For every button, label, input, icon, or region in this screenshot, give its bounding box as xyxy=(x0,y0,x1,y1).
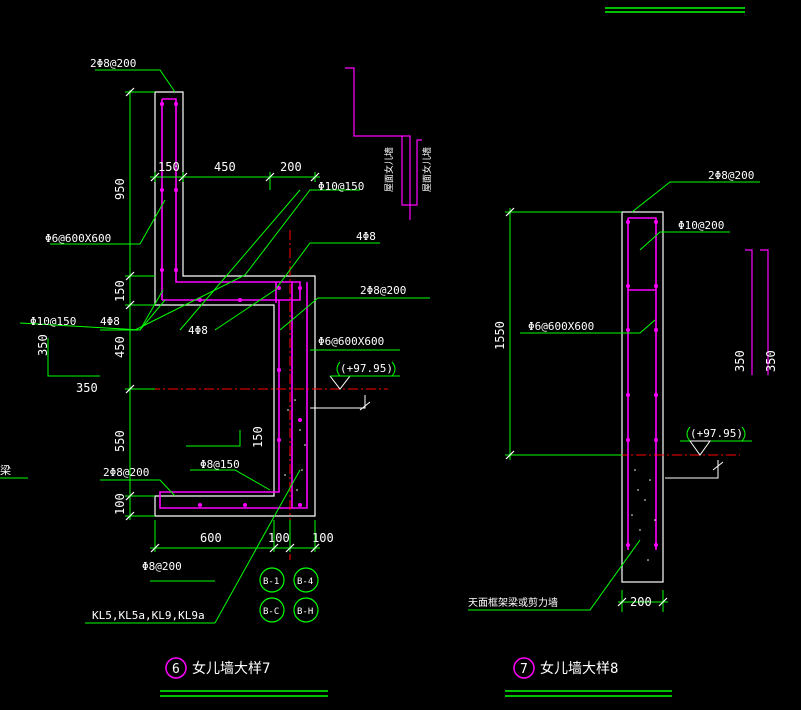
detail-8: 2Φ8@200 Φ10@200 Φ6@600X600 (+97.95) 1550… xyxy=(468,169,778,697)
section-lines-7 xyxy=(150,230,388,560)
ticks-7 xyxy=(125,87,320,553)
title-7-number: 6 xyxy=(172,662,180,677)
vertical-note-a: 屋面女儿墙 xyxy=(383,147,395,192)
axis-b4: B-4 xyxy=(297,577,313,587)
vertical-note-b: 屋面女儿墙 xyxy=(421,147,433,192)
concrete-fill-7 xyxy=(284,399,306,491)
left-edge-fragment: 梁 xyxy=(0,463,28,479)
parapet-7-outline xyxy=(154,91,316,517)
parapet-8-rebar-dots xyxy=(626,220,658,547)
dim-450-vertical: 450 xyxy=(113,336,127,358)
axis-circles-7 xyxy=(259,567,319,623)
dims-7 xyxy=(19,69,430,624)
label-elevation-8: (+97.95) xyxy=(690,427,743,440)
title-7 xyxy=(160,657,328,697)
dim-950: 950 xyxy=(113,178,127,200)
label-2phi8-200-top-7: 2Φ8@200 xyxy=(90,57,136,70)
left-edge-note: 梁 xyxy=(0,463,11,477)
title-7-text: 女儿墙大样7 xyxy=(192,660,270,677)
parapet-8-rebar xyxy=(627,217,657,550)
title-8-text: 女儿墙大样8 xyxy=(540,660,618,677)
label-phi10-150-top-7: Φ10@150 xyxy=(318,180,364,193)
dim-350-horizontal-7: 350 xyxy=(76,381,98,395)
dim-150-inner: 150 xyxy=(251,426,265,448)
note-bracket-8 xyxy=(745,249,769,375)
elevation-7 xyxy=(310,361,400,411)
label-phi8-150-7: Φ8@150 xyxy=(200,458,240,471)
parapet-8-outline xyxy=(621,211,664,583)
dim-550: 550 xyxy=(113,430,127,452)
axis-bh: B-H xyxy=(297,607,313,617)
label-beams-7: KL5,KL5a,KL9,KL9a xyxy=(92,609,205,622)
label-support-8: 天面框架梁或剪力墙 xyxy=(468,596,558,609)
dim-100-b: 100 xyxy=(312,531,334,545)
elevation-8 xyxy=(665,440,724,479)
axis-b1: B-1 xyxy=(263,577,279,587)
dim-200-top: 200 xyxy=(280,160,302,174)
dim-1550: 1550 xyxy=(493,321,507,350)
label-phi6-600-8: Φ6@600X600 xyxy=(528,320,594,333)
label-elevation-7: (+97.95) xyxy=(340,362,393,375)
dim-350-b-8: 350 xyxy=(764,350,778,372)
label-2phi8-200-bot-7: 2Φ8@200 xyxy=(103,466,149,479)
label-phi6-600-left-7: Φ6@600X600 xyxy=(45,232,111,245)
dim-600: 600 xyxy=(200,531,222,545)
dims-8 xyxy=(468,181,760,612)
dim-150-vertical: 150 xyxy=(113,280,127,302)
dim-350-a-8: 350 xyxy=(733,350,747,372)
label-4phi8-a-7: 4Φ8 xyxy=(356,230,376,243)
title-8-number: 7 xyxy=(520,662,528,677)
label-2phi8-200-8: 2Φ8@200 xyxy=(708,169,754,182)
label-4phi8-left-7: 4Φ8 xyxy=(100,315,120,328)
detail-7: 2Φ8@200 Φ10@150 4Φ8 2Φ8@200 Φ6@600X600 (… xyxy=(19,57,433,697)
dim-100-a: 100 xyxy=(268,531,290,545)
dim-450-top: 450 xyxy=(214,160,236,174)
concrete-fill-8 xyxy=(631,469,656,561)
dim-100-vertical: 100 xyxy=(113,493,127,515)
label-4phi8-bottom-7: 4Φ8 xyxy=(188,324,208,337)
label-phi6-600-right-7: Φ6@600X600 xyxy=(318,335,384,348)
dim-350-vertical-7: 350 xyxy=(36,334,50,356)
label-phi8-200-7: Φ8@200 xyxy=(142,560,182,573)
label-phi10-200-8: Φ10@200 xyxy=(678,219,724,232)
top-right-title-line xyxy=(605,7,745,13)
label-phi10-150-left-7: Φ10@150 xyxy=(30,315,76,328)
dim-200-8: 200 xyxy=(630,595,652,609)
note-bracket-7 xyxy=(345,67,422,220)
label-2phi8-200-mid-7: 2Φ8@200 xyxy=(360,284,406,297)
axis-bc: B-C xyxy=(263,607,279,617)
parapet-7-rebar-dots xyxy=(160,102,302,507)
title-8 xyxy=(505,657,672,697)
dim-150-top: 150 xyxy=(158,160,180,174)
ticks-8 xyxy=(505,207,668,607)
